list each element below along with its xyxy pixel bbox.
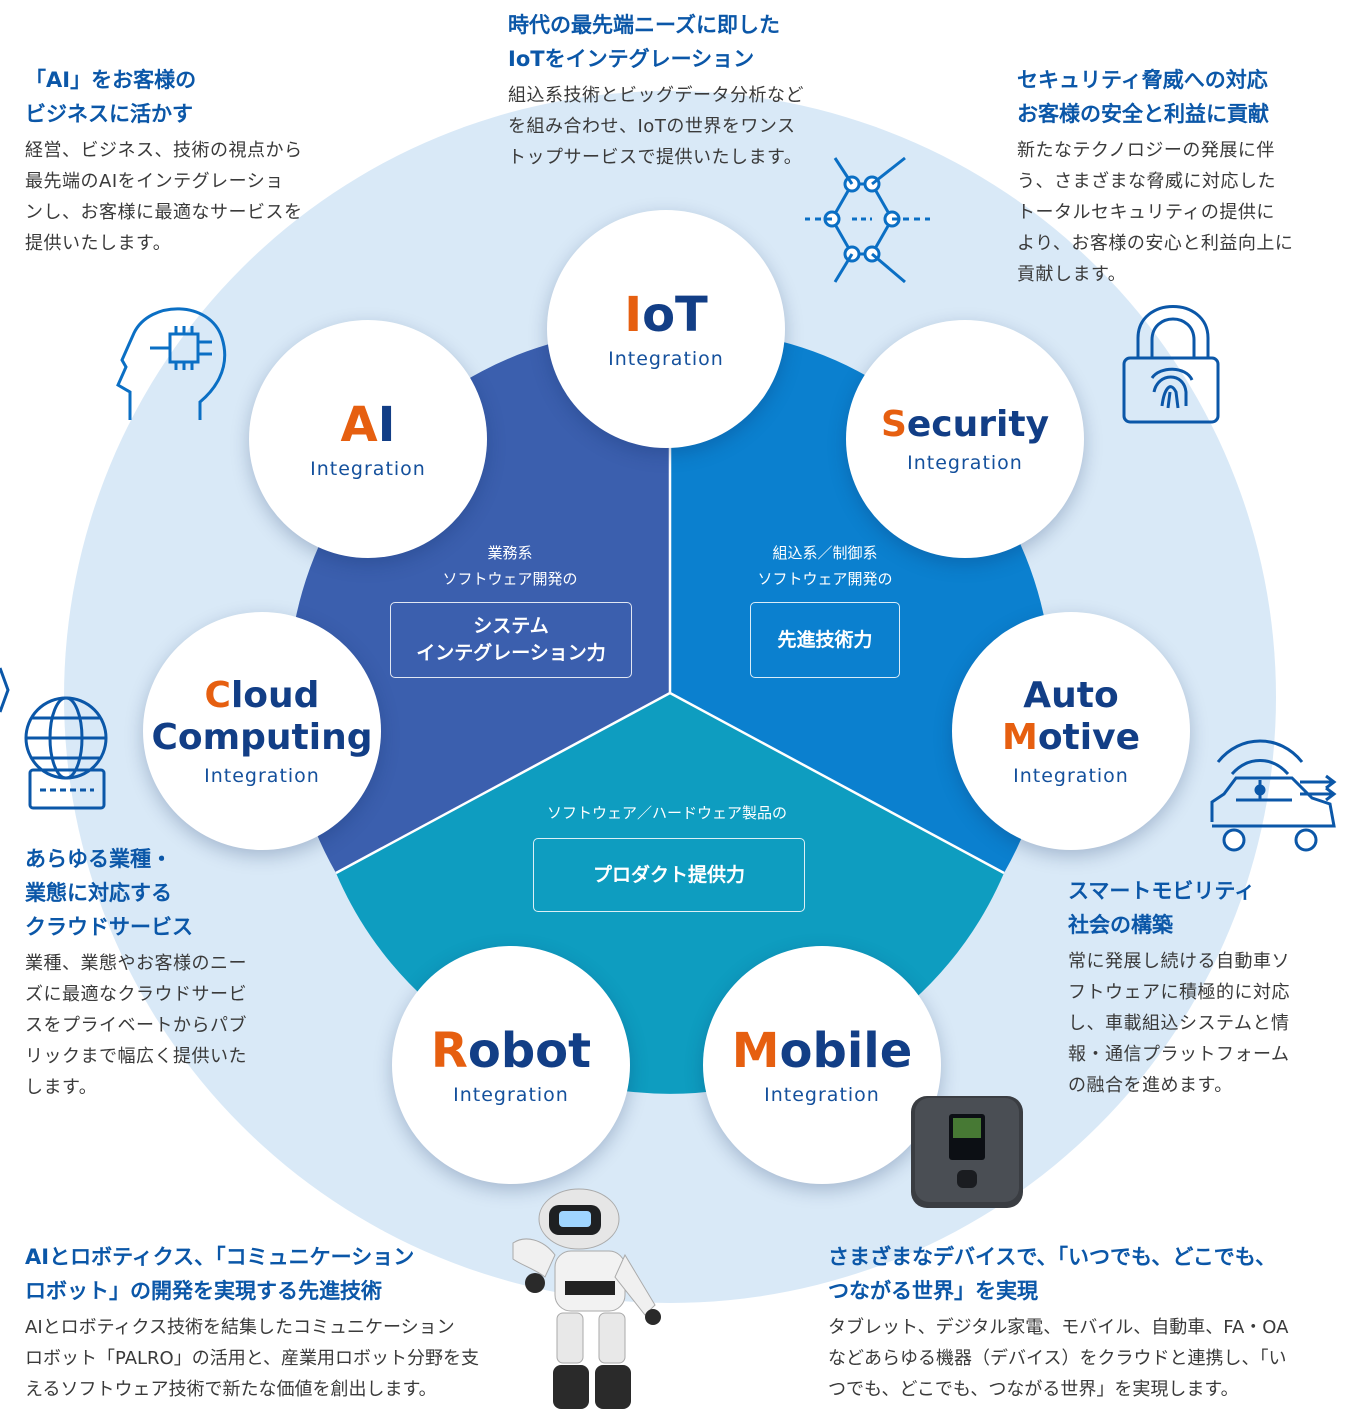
mobile-body-line1: タブレット、デジタル家電、モバイル、自動車、FA・OA xyxy=(828,1317,1289,1338)
ai-body-line1: 経営、ビジネス、技術の視点から xyxy=(25,140,303,161)
cloud-body-line2: ズに最適なクラウドサービ xyxy=(25,984,247,1005)
mobile-body-line3: つでも、どこでも、つながる世界」を実現します。 xyxy=(828,1379,1239,1400)
automotive-body-line4: 報・通信プラットフォーム xyxy=(1068,1044,1290,1065)
node-mobile: Mobile Integration xyxy=(703,946,941,1184)
hexagon-network-icon xyxy=(805,156,930,284)
car-wifi-icon xyxy=(1210,739,1337,852)
node-automotive-title-line1: Auto xyxy=(1023,675,1119,716)
node-automotive: Auto Motive Integration xyxy=(952,612,1190,850)
ai-heading-line2: ビジネスに活かす xyxy=(25,102,193,126)
iot-heading-line2: IoTをインテグレーション xyxy=(508,47,755,71)
automotive-description: スマートモビリティ 社会の構築 常に発展し続ける自動車ソ フトウェアに積極的に対… xyxy=(1068,874,1328,1101)
cloud-body-line3: スをプライベートからパブ xyxy=(25,1015,247,1036)
node-ai: AI Integration xyxy=(249,320,487,558)
cloud-heading-line3: クラウドサービス xyxy=(25,915,193,939)
cloud-heading-line2: 業態に対応する xyxy=(25,881,172,905)
cloud-description: あらゆる業種・ 業態に対応する クラウドサービス 業種、業態やお客様のニー ズに… xyxy=(25,842,285,1103)
security-description: セキュリティ脅威への対応 お客様の安全と利益に貢献 新たなテクノロジーの発展に伴… xyxy=(1017,63,1327,290)
system-integration-box: システム インテグレーション力 xyxy=(390,602,632,678)
node-robot-sub: Integration xyxy=(453,1084,569,1106)
iot-body-line1: 組込系技術とビッグデータ分析など xyxy=(508,85,804,106)
padlock-fingerprint-icon xyxy=(1122,305,1220,424)
node-ai-sub: Integration xyxy=(310,458,426,480)
sector-embedded-label: 組込系／制御系 ソフトウェア開発の xyxy=(725,540,925,592)
node-cloud-title-line2: Computing xyxy=(151,717,373,758)
security-heading-line1: セキュリティ脅威への対応 xyxy=(1017,68,1268,92)
node-security-title: Security xyxy=(880,404,1050,445)
automotive-body-line2: フトウェアに積極的に対応 xyxy=(1068,982,1290,1003)
node-cloud-title: Cloud xyxy=(204,675,320,716)
cloud-body-line1: 業種、業態やお客様のニー xyxy=(25,953,247,974)
cloud-body-line4: リックまで幅広く提供いた xyxy=(25,1046,247,1067)
sector-embedded-label-line2: ソフトウェア開発の xyxy=(757,570,893,588)
sector-business-label-line1: 業務系 xyxy=(487,544,533,562)
ai-body-line2: 最先端のAIをインテグレーショ xyxy=(25,171,284,192)
robot-body-line2: ロボット「PALRO」の活用と、産業用ロボット分野を支 xyxy=(25,1348,479,1369)
security-body-line4: より、お客様の安心と利益向上に xyxy=(1017,233,1294,254)
robot-description: AIとロボティクス、「コミュニケーション ロボット」の開発を実現する先進技術 A… xyxy=(25,1240,525,1405)
mobile-heading-line2: つながる世界」を実現 xyxy=(828,1279,1038,1303)
cloud-body-line5: します。 xyxy=(25,1077,98,1098)
ai-heading-line1: 「AI」をお客様の xyxy=(25,68,197,92)
robot-heading-line2: ロボット」の開発を実現する先進技術 xyxy=(25,1279,382,1303)
node-cloud-sub: Integration xyxy=(204,765,320,787)
sector-product-label: ソフトウェア／ハードウェア製品の xyxy=(546,804,787,822)
robot-body-line3: えるソフトウェア技術で新たな価値を創出します。 xyxy=(25,1379,437,1400)
robot-heading-line1: AIとロボティクス、「コミュニケーション xyxy=(25,1245,415,1269)
node-ai-title: AI xyxy=(340,397,396,453)
ai-description: 「AI」をお客様の ビジネスに活かす 経営、ビジネス、技術の視点から 最先端のA… xyxy=(25,63,345,259)
security-body-line5: 貢献します。 xyxy=(1017,264,1127,285)
node-iot: IoT Integration xyxy=(547,210,785,448)
iot-body-line3: トップサービスで提供いたします。 xyxy=(508,147,803,168)
cloud-heading-line1: あらゆる業種・ xyxy=(25,847,172,871)
ai-body-line3: ンし、お客様に最適なサービスを xyxy=(25,202,303,223)
node-security: Security Integration xyxy=(846,320,1084,558)
automotive-body-line3: し、車載組込システムと情 xyxy=(1068,1013,1290,1034)
iot-body-line2: を組み合わせ、IoTの世界をワンス xyxy=(508,116,796,137)
advanced-tech-box: 先進技術力 xyxy=(750,602,900,678)
mobile-router-device xyxy=(911,1096,1023,1208)
node-iot-sub: Integration xyxy=(608,348,724,370)
sector-business-label-line2: ソフトウェア開発の xyxy=(442,570,578,588)
automotive-heading-line2: 社会の構築 xyxy=(1068,913,1173,937)
node-automotive-title-line2: Motive xyxy=(1002,717,1140,758)
iot-heading-line1: 時代の最先端ニーズに即した xyxy=(508,13,780,37)
globe-cloud-icon xyxy=(0,667,108,810)
advanced-tech-label: 先進技術力 xyxy=(777,628,873,651)
automotive-heading-line1: スマートモビリティ xyxy=(1068,879,1256,903)
security-body-line3: トータルセキュリティの提供に xyxy=(1017,202,1275,223)
automotive-body-line5: の融合を進めます。 xyxy=(1068,1075,1233,1096)
system-integration-line1: システム xyxy=(473,615,549,637)
node-iot-title: IoT xyxy=(624,287,708,343)
node-automotive-sub: Integration xyxy=(1013,765,1129,787)
head-chip-icon xyxy=(116,307,227,420)
ai-body-line4: 提供いたします。 xyxy=(25,233,172,254)
palro-robot xyxy=(512,1188,661,1409)
security-heading-line2: お客様の安全と利益に貢献 xyxy=(1017,102,1269,126)
node-mobile-sub: Integration xyxy=(764,1084,880,1106)
product-provision-label: プロダクト提供力 xyxy=(592,863,745,886)
robot-body-line1: AIとロボティクス技術を結集したコミュニケーション xyxy=(25,1317,455,1338)
iot-description: 時代の最先端ニーズに即した IoTをインテグレーション 組込系技術とビッグデータ… xyxy=(508,8,848,173)
security-body-line2: う、さまざまな脅威に対応した xyxy=(1017,171,1276,192)
automotive-body-line1: 常に発展し続ける自動車ソ xyxy=(1068,951,1290,972)
system-integration-line2: インテグレーション力 xyxy=(416,642,606,664)
mobile-description: さまざまなデバイスで、「いつでも、どこでも、 つながる世界」を実現 タブレット、… xyxy=(828,1240,1328,1405)
mobile-heading-line1: さまざまなデバイスで、「いつでも、どこでも、 xyxy=(828,1245,1277,1269)
security-body-line1: 新たなテクノロジーの発展に伴 xyxy=(1017,140,1275,161)
sector-embedded-label-line1: 組込系／制御系 xyxy=(772,544,878,562)
node-cloud: Cloud Computing Integration xyxy=(143,612,381,850)
node-security-sub: Integration xyxy=(907,452,1023,474)
product-provision-box: プロダクト提供力 xyxy=(533,838,805,912)
mobile-body-line2: などあらゆる機器（デバイス）をクラウドと連携し、「い xyxy=(828,1348,1287,1369)
node-mobile-title: Mobile xyxy=(731,1023,913,1079)
node-robot-title: Robot xyxy=(430,1023,592,1079)
sector-business-label: 業務系 ソフトウェア開発の xyxy=(420,540,600,592)
node-robot: Robot Integration xyxy=(392,946,630,1184)
